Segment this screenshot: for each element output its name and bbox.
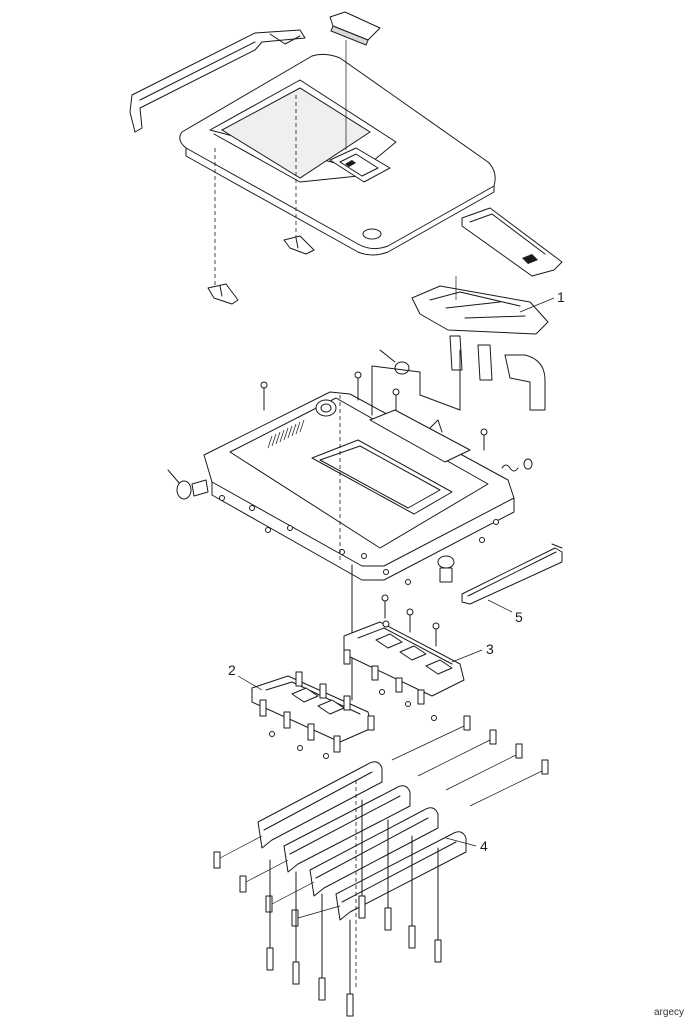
leader-2 [237,675,263,691]
leader-3 [451,649,483,663]
callout-2: 2 [228,662,236,678]
motor-gear [315,399,337,417]
callout-3: 3 [486,641,494,657]
callout-5: 5 [515,609,523,625]
part-4-bars [213,715,549,1017]
leader-4 [445,837,477,847]
callout-1: 1 [557,289,565,305]
hook-left [207,283,239,305]
flat-cable [449,335,463,371]
pins [266,799,442,1017]
hinge-arm [129,29,306,133]
part-2-plate [251,671,375,759]
knob-left [176,480,192,500]
chassis-screws [219,371,499,585]
callout-4: 4 [480,838,488,854]
upper-right-plates [411,207,563,411]
hook-right [283,235,315,255]
watermark: argecy [653,1007,684,1018]
part-5-rail [437,543,563,605]
leader-1 [519,297,555,313]
part-1-board [411,285,549,335]
sensor-comb [267,419,305,449]
plate-upper [461,207,563,277]
cover-flap [329,11,381,41]
spring-top [394,361,410,375]
part-3-plate [343,594,465,721]
main-chassis [167,349,533,701]
callouts: 1 2 3 4 5 [228,289,565,854]
top-cover-assembly [129,11,496,305]
leader-5 [487,599,513,613]
